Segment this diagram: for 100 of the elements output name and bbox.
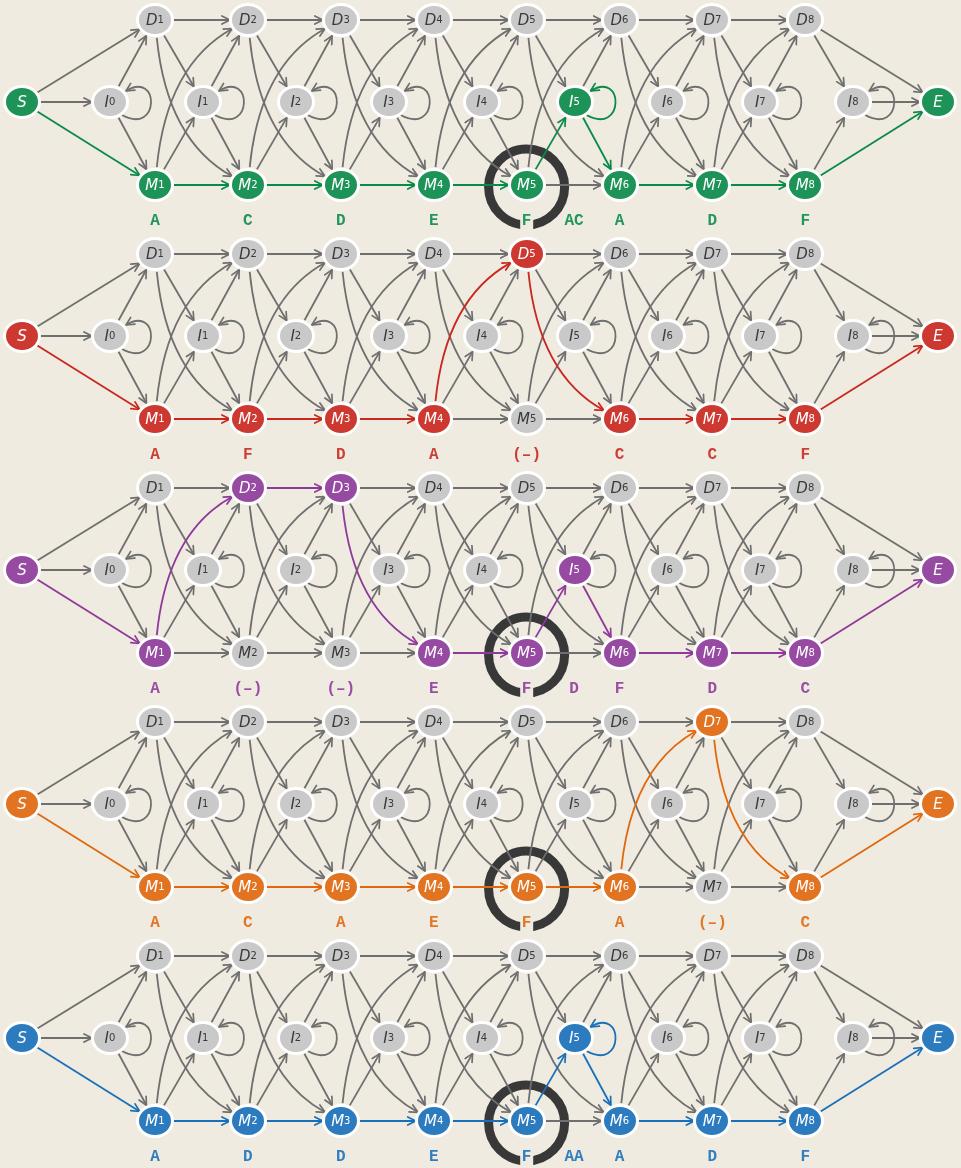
- arrow: [627, 502, 660, 556]
- self-loop-arrow: [492, 1019, 524, 1056]
- arrow: [163, 350, 195, 405]
- arrow: [303, 1052, 334, 1107]
- arrow: [813, 970, 845, 1024]
- arrow: [36, 1046, 141, 1113]
- arrow: [210, 268, 241, 322]
- arrow: [768, 502, 798, 556]
- arrow: [720, 818, 753, 873]
- emitted-symbol: F: [519, 212, 534, 230]
- arrow: [117, 818, 148, 873]
- arrow: [441, 34, 474, 88]
- arrow: [256, 584, 288, 639]
- self-loop-arrow: [678, 551, 710, 588]
- arrow: [582, 970, 612, 1024]
- self-loop-arrow: [399, 317, 431, 354]
- arrow: [534, 584, 567, 639]
- arrow: [210, 818, 241, 873]
- arrow: [36, 812, 141, 879]
- arrow: [441, 268, 474, 322]
- arrow: [819, 812, 924, 879]
- arrow: [256, 1052, 288, 1107]
- arrow: [172, 15, 231, 25]
- arrow: [396, 350, 426, 405]
- arrow: [348, 818, 381, 873]
- arrow: [870, 799, 921, 809]
- arrow: [210, 34, 241, 88]
- self-loop-arrow: [585, 317, 617, 354]
- arrow: [768, 350, 798, 405]
- arrow: [348, 350, 381, 405]
- arrow: [163, 970, 195, 1024]
- arrow: [265, 249, 324, 259]
- arrow: [768, 818, 798, 873]
- arrow: [819, 262, 924, 328]
- arrow: [675, 116, 705, 171]
- self-loop-arrow: [306, 317, 338, 354]
- arrow: [265, 717, 324, 727]
- state-circle: E: [919, 553, 957, 587]
- arrow: [163, 502, 195, 556]
- arrow: [582, 350, 612, 405]
- arrow: [265, 414, 324, 424]
- arrow: [819, 1046, 924, 1113]
- arrow: [265, 882, 324, 892]
- arrow: [534, 502, 567, 556]
- arrow: [489, 584, 519, 639]
- state-circle: E: [919, 319, 957, 353]
- arrow: [163, 34, 195, 88]
- arrow: [768, 736, 798, 790]
- arrow: [441, 350, 474, 405]
- arrow: [163, 268, 195, 322]
- arrow: [720, 268, 753, 322]
- self-loop-arrow: [864, 551, 896, 588]
- self-loop-arrow: [771, 83, 803, 120]
- self-loop-arrow: [214, 317, 245, 354]
- arrow: [813, 818, 846, 873]
- arrow: [534, 736, 567, 790]
- self-loop-arrow: [585, 785, 617, 822]
- arrow: [396, 1052, 426, 1107]
- arrow: [582, 736, 612, 790]
- arrow: [489, 268, 519, 322]
- arrow: [489, 818, 519, 873]
- self-loop-arrow: [214, 551, 245, 588]
- arrow: [265, 180, 324, 190]
- arrow: [441, 502, 474, 556]
- arrow: [813, 736, 845, 790]
- arrow: [627, 970, 660, 1024]
- arrow: [720, 970, 753, 1024]
- arrow: [819, 496, 924, 562]
- arrow: [396, 818, 426, 873]
- arrow: [720, 34, 753, 88]
- arrow: [348, 1052, 381, 1107]
- self-loop-arrow: [399, 1019, 431, 1056]
- self-loop-arrow: [214, 83, 245, 120]
- arrow: [303, 818, 334, 873]
- arrow: [675, 970, 705, 1024]
- arrow: [489, 116, 519, 171]
- arrow: [265, 483, 324, 493]
- arrow: [349, 970, 381, 1024]
- emitted-symbol: F: [519, 680, 534, 698]
- arrow: [117, 970, 148, 1024]
- self-loop-arrow: [121, 1019, 152, 1056]
- arrow: [675, 584, 705, 639]
- arrow: [813, 268, 845, 322]
- arrow: [870, 565, 921, 575]
- arrow: [303, 584, 334, 639]
- arrow: [627, 116, 660, 171]
- arrow: [627, 736, 660, 790]
- arrow: [265, 15, 324, 25]
- arrow: [396, 584, 426, 639]
- self-loop-arrow: [678, 317, 710, 354]
- arrow: [489, 970, 519, 1024]
- arrow: [36, 344, 141, 411]
- arrow: [582, 584, 612, 639]
- arrow: [39, 331, 93, 341]
- arrow: [163, 1052, 195, 1107]
- arrow: [303, 268, 333, 322]
- state-circle: S: [3, 1021, 41, 1055]
- arrow: [303, 502, 333, 556]
- self-loop-arrow: [399, 785, 431, 822]
- arrow: [172, 951, 231, 961]
